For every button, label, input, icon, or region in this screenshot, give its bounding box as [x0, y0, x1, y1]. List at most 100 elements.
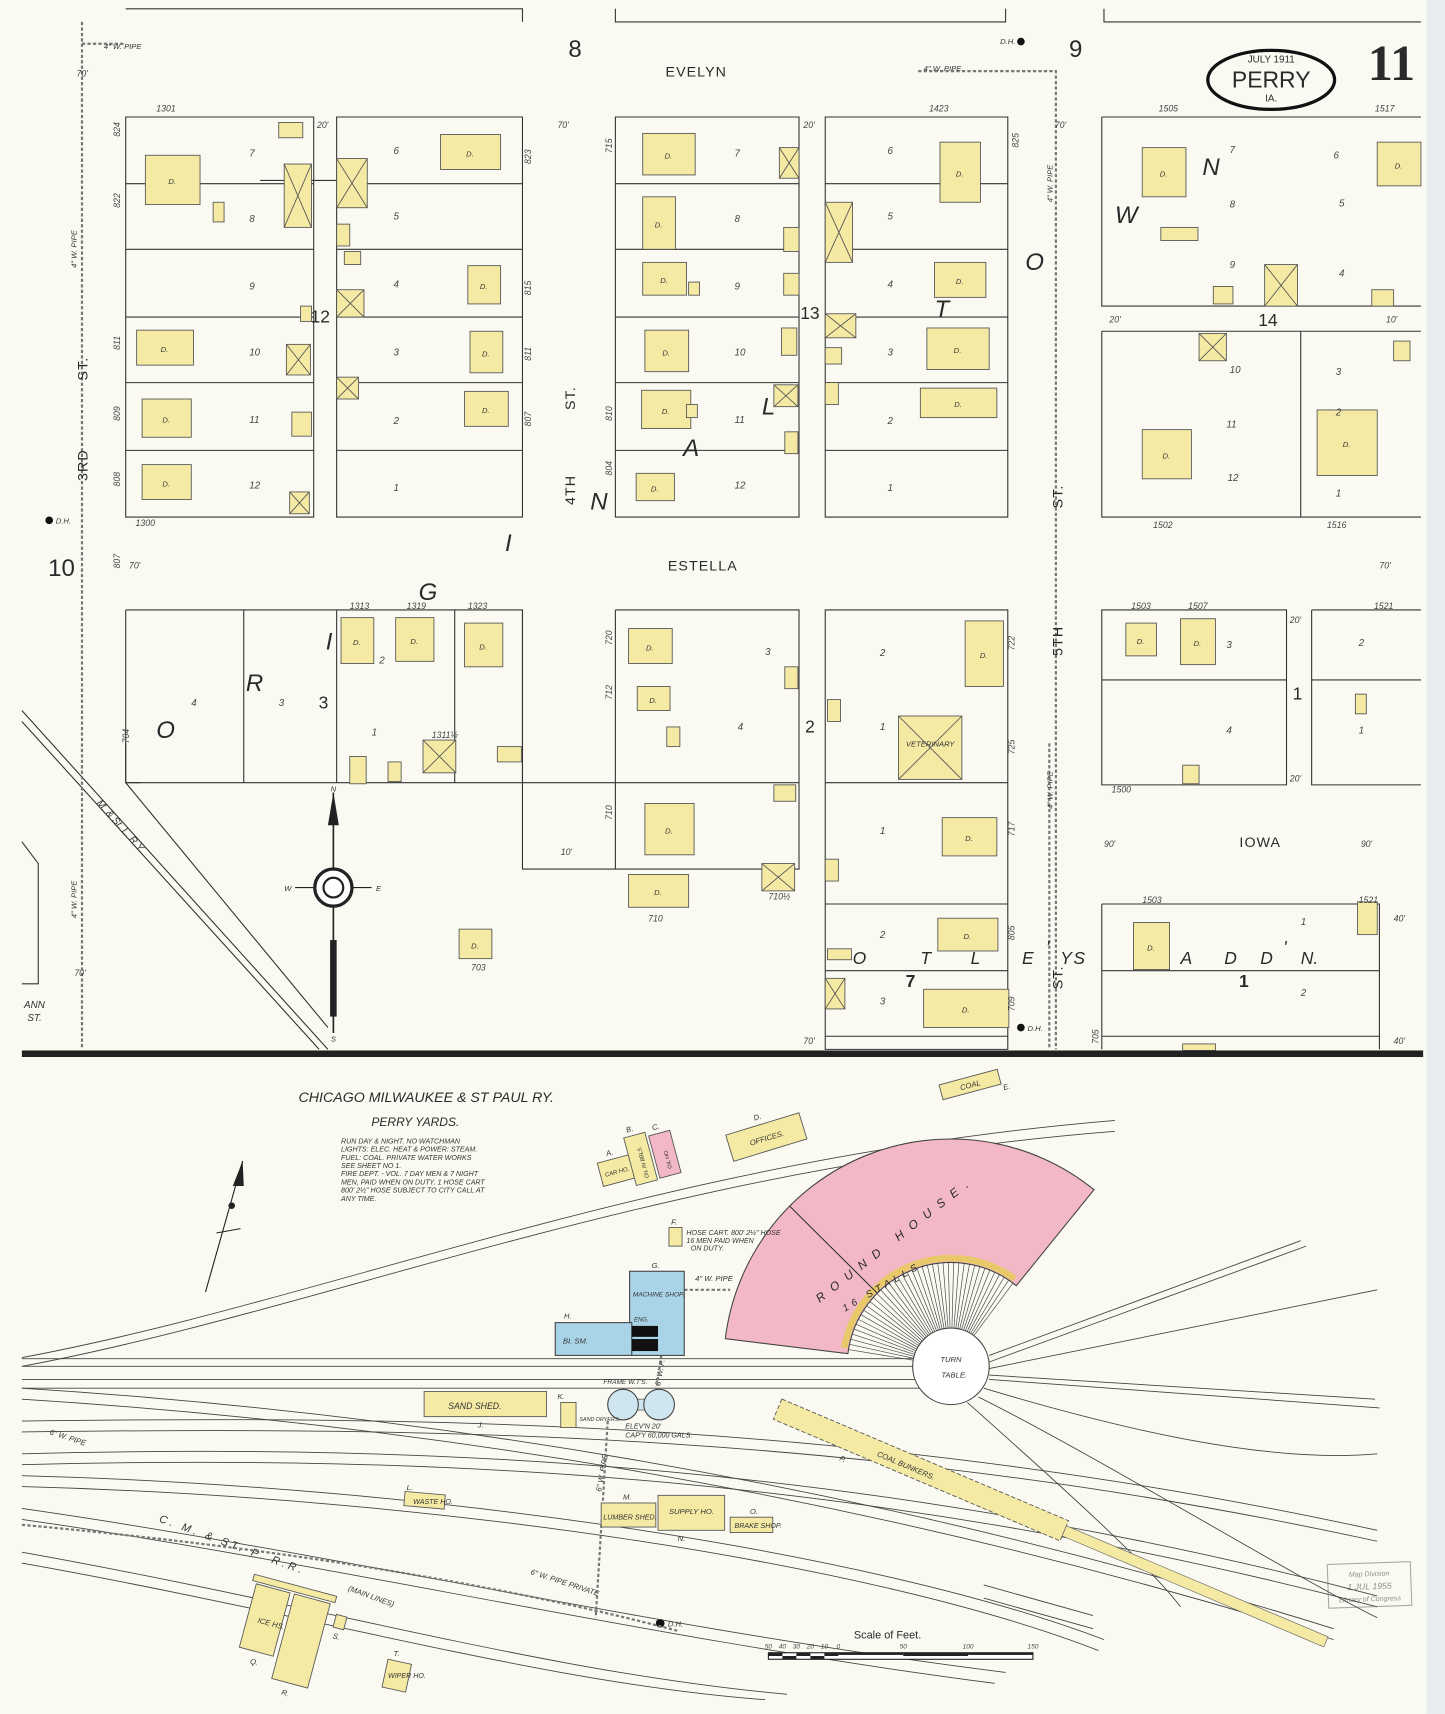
water-tank [643, 1388, 675, 1421]
outbuilding [666, 726, 681, 748]
dwelling-label: D. [1162, 452, 1170, 461]
pipe-label: 6" W. PIPE PRIVATE [530, 1567, 602, 1598]
hydrant-icon [45, 516, 54, 525]
building-label: SAND DRYERS. [579, 1417, 620, 1423]
outbuilding [1212, 285, 1234, 305]
house-number: 1319 [407, 601, 427, 611]
building-b-oil-in-barrels: B. OIL IN BBLS. [623, 1124, 659, 1187]
scale-segment [796, 1652, 811, 1657]
vacant-cross-mark [286, 344, 311, 376]
street-5th-st-lower: ST. [1050, 965, 1066, 989]
lot-number: 12 [249, 481, 260, 492]
lot-number: 2 [1358, 638, 1365, 649]
stall-track [942, 1262, 949, 1329]
lot-number: 7 [1230, 145, 1236, 156]
house-number: 1323 [468, 601, 488, 611]
cmstp-railroad-label: C. M. & ST. P. R.R. [157, 1513, 306, 1577]
outbuilding [688, 281, 700, 296]
water-tank [607, 1388, 639, 1421]
compass-w: W [284, 884, 292, 893]
dwelling-label: D. [651, 484, 659, 493]
compass-rose-icon [313, 867, 354, 908]
city-buildings: D.D.D.D.D.D.D.D.D.D.D.D.D.D.D.D.D.D.D.D.… [136, 122, 1422, 1051]
outbuilding [343, 251, 362, 266]
lot-number: 3 [1336, 367, 1342, 378]
ice-house-q [238, 1583, 291, 1657]
dwelling [136, 329, 194, 366]
stall-track [963, 1268, 986, 1331]
dwelling [934, 261, 987, 298]
original-town-letter: I [326, 628, 333, 655]
house-number: 1311½ [432, 730, 459, 740]
otleys-addn-letter: L [971, 948, 981, 968]
compass-s: S [331, 1035, 337, 1044]
original-town-letter: A [681, 435, 699, 462]
hydrant-icon [1017, 37, 1025, 46]
house-number: 807 [112, 553, 122, 569]
building-letter: B. [625, 1124, 634, 1135]
water-tank-elevation: ELEV'N 20' [625, 1423, 661, 1431]
dwelling-label: D. [956, 277, 964, 286]
street-3rd: 3RD [75, 449, 91, 481]
stall-track [911, 1269, 937, 1332]
otley-block-number-1: 1 [1239, 971, 1249, 991]
hose-cart-note: 16 MEN PAID WHEN [686, 1237, 754, 1245]
house-number: 808 [112, 472, 122, 487]
house-number: 725 [1006, 740, 1016, 755]
coal-shed [938, 1068, 1002, 1101]
lot-number: 1 [372, 728, 377, 739]
frontage-width: 10' [1386, 315, 1398, 325]
scale-segment [838, 1652, 904, 1655]
outbuilding [1354, 693, 1367, 715]
adjacent-sheet-10: 10 [48, 555, 75, 582]
frontage-width: 70' [74, 968, 86, 978]
outbuilding [824, 347, 843, 365]
building-label: BI. SM. [563, 1336, 588, 1345]
original-town-letter: O [1025, 249, 1044, 276]
lot-number: 8 [735, 214, 741, 225]
lot-number: 8 [249, 214, 255, 225]
stall-track [902, 1274, 934, 1333]
outbuilding [1371, 289, 1395, 307]
dwelling [141, 464, 192, 501]
building-a-car-house: A. CAR HO. [596, 1148, 636, 1187]
outbuilding [826, 948, 852, 961]
stamp-text: 1 JUL 1955 [1347, 1581, 1392, 1593]
house-number: 710 [648, 913, 663, 923]
yard-title: CHICAGO MILWAUKEE & ST PAUL RY. [299, 1090, 554, 1106]
hydrant-label: D.H. [1027, 1024, 1042, 1033]
compass-tail [330, 940, 337, 1017]
house-number: 1503 [1142, 895, 1162, 905]
track [21, 1419, 1378, 1531]
lot-number: 5 [393, 212, 399, 223]
outbuilding [783, 272, 800, 296]
building-c-oil-house: C. OIL HO. [648, 1122, 682, 1179]
outbuilding [784, 431, 799, 455]
offices [725, 1112, 808, 1162]
dwelling [941, 817, 998, 857]
dwelling [144, 154, 201, 205]
house-number: 703 [471, 963, 486, 973]
building-letter: C. [651, 1122, 661, 1133]
dwelling [141, 398, 192, 438]
stall-track [966, 1272, 996, 1332]
lot-number: 2 [1335, 407, 1342, 418]
dwelling [440, 134, 502, 170]
roundhouse [724, 1138, 1095, 1355]
stall-track [906, 1272, 936, 1332]
house-number: 705 [1091, 1029, 1101, 1044]
stall-track [971, 1279, 1009, 1335]
vacant-cross-mark [773, 384, 799, 407]
hydrant-icon [655, 1618, 665, 1628]
outbuilding [1160, 226, 1199, 241]
ice-platform [252, 1573, 338, 1604]
roundhouse-stall-tracks [789, 1205, 1014, 1361]
lot-number: 1 [1336, 488, 1341, 499]
lot-number: 12 [735, 481, 746, 492]
street-4th: 4TH [563, 475, 579, 505]
page-margin [1426, 0, 1445, 1714]
hose-cart-house [668, 1227, 683, 1247]
lot-number: 2 [887, 416, 894, 427]
frontage-width: 20' [802, 120, 815, 130]
lot-number: 3 [393, 347, 399, 358]
